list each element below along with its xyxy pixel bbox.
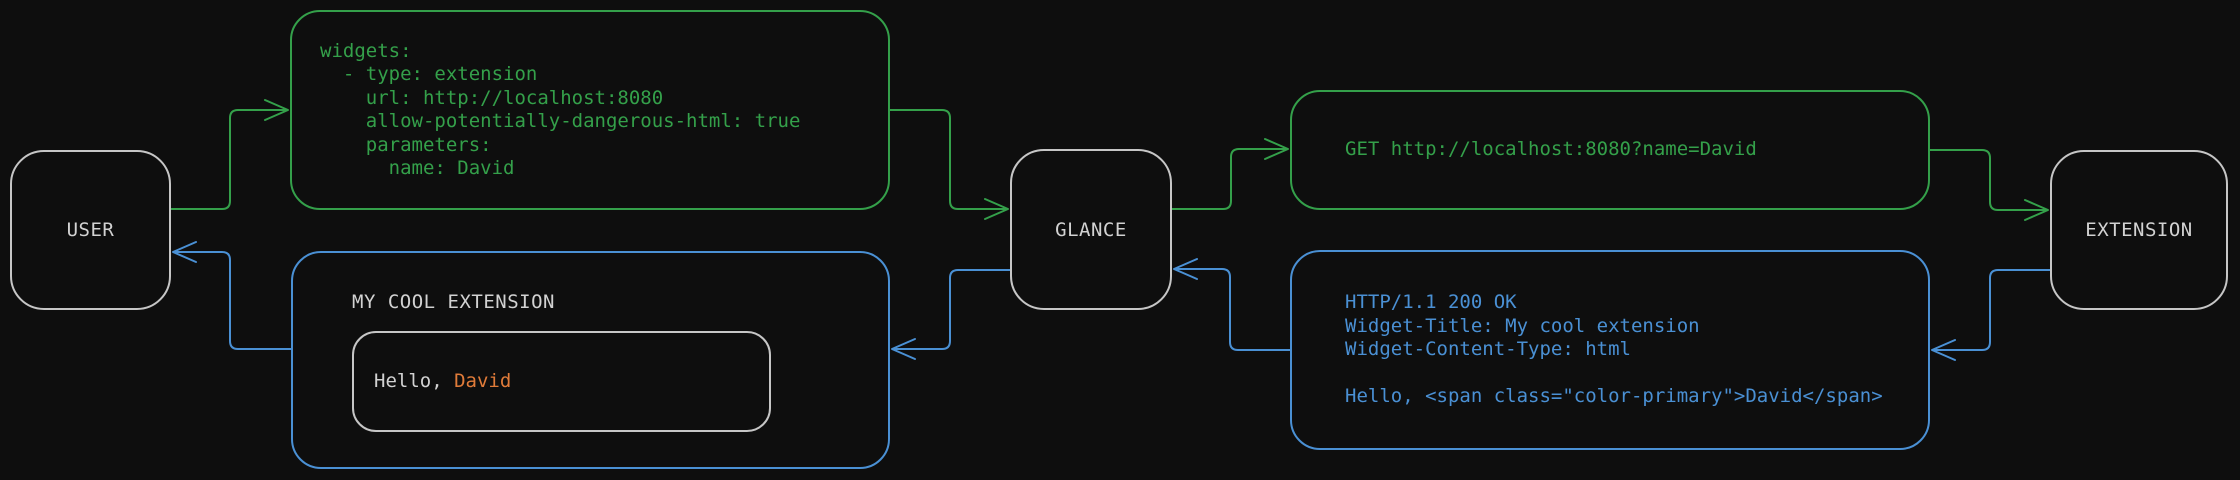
- code-line: - type: extension: [320, 63, 538, 85]
- code-line: widgets:: [320, 39, 412, 62]
- greeting-prefix: Hello,: [374, 370, 455, 392]
- hello-card: Hello, David: [352, 330, 771, 432]
- glance-node: GLANCE: [1010, 149, 1172, 310]
- glance-node-label: GLANCE: [1055, 218, 1127, 241]
- arrow-config-to-glance: [889, 109, 1009, 220]
- extension-node: EXTENSION: [2050, 150, 2228, 310]
- widget-title: MY COOL EXTENSION: [352, 291, 555, 313]
- code-line: Widget-Content-Type: html: [1345, 338, 1631, 361]
- config-yaml-box: widgets: - type: extension url: http://l…: [290, 10, 890, 210]
- code-line: url: http://localhost:8080: [320, 86, 664, 109]
- arrow-extension-to-response: [1931, 269, 2051, 361]
- code-line: parameters:: [320, 133, 492, 156]
- arrow-response-to-glance: [1173, 258, 1291, 351]
- arrow-user-to-config: [170, 99, 289, 210]
- code-line: allow-potentially-dangerous-html: true: [320, 110, 801, 132]
- user-node: USER: [10, 150, 171, 310]
- code-line: Widget-Title: My cool extension: [1345, 314, 1700, 337]
- code-line: HTTP/1.1 200 OK: [1345, 291, 1517, 314]
- arrow-request-to-extension: [1929, 149, 2049, 221]
- code-line: Hello, <span class="color-primary">David…: [1345, 385, 1883, 408]
- code-line: name: David: [320, 157, 515, 179]
- widget-preview-box: MY COOL EXTENSION Hello, David: [291, 251, 890, 469]
- greeting-name: David: [454, 370, 512, 392]
- code-line: [1345, 362, 1928, 386]
- user-node-label: USER: [66, 219, 115, 241]
- arrow-widget-to-user: [172, 241, 292, 350]
- extension-node-label: EXTENSION: [2085, 219, 2193, 241]
- http-request-box: GET http://localhost:8080?name=David: [1290, 90, 1930, 210]
- arrow-glance-to-request: [1171, 138, 1289, 210]
- request-line: GET http://localhost:8080?name=David: [1345, 138, 1757, 161]
- arrow-glance-to-widget: [891, 269, 1011, 360]
